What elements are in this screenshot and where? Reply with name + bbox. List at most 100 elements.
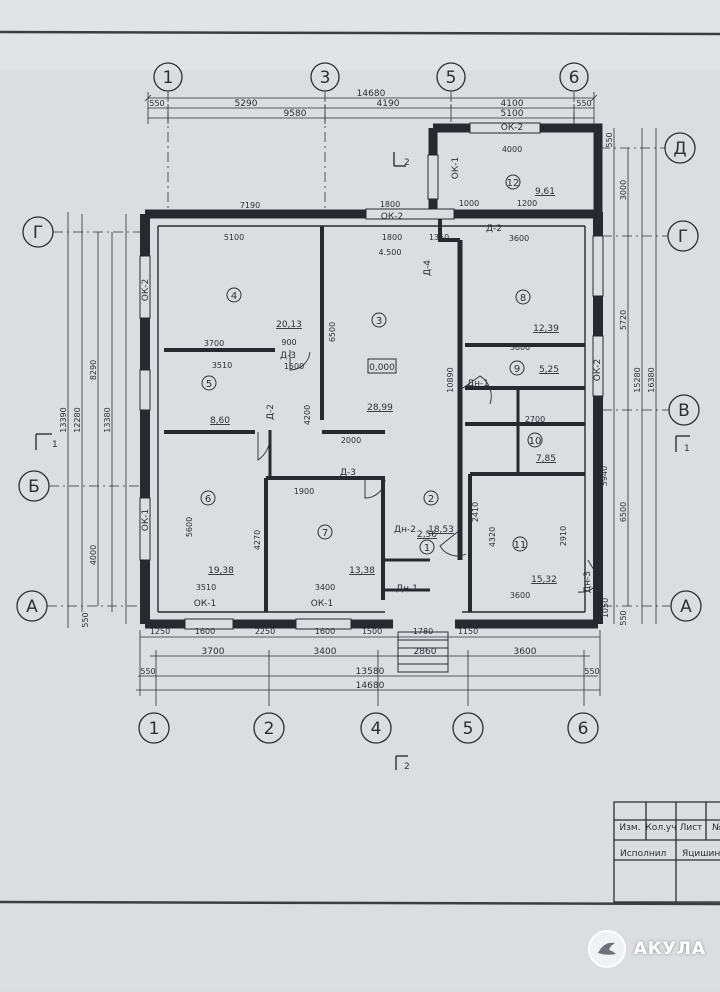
axis-label-left-a: А [26,597,38,617]
axis-label-top-1: 1 [163,68,174,88]
label-ok2-top: ОК-2 [501,123,523,133]
room-area-12: 9,61 [535,187,555,197]
label-d3-a: Д-3 [280,351,296,361]
dim-bot-r2: 3400 [314,647,337,657]
section-mark-left [35,433,690,452]
section-label-top: 2 [404,158,410,168]
bottom-dimension-lines [136,630,601,706]
dim-2000: 2000 [341,436,361,445]
dim-top-edge-left: 550 [149,99,164,108]
dim-bot-overall: 14680 [356,681,385,691]
dim-1350: 1350 [429,233,449,242]
axis-label-left-b: Б [28,477,40,497]
label-dn3: Дн-3 [583,571,593,593]
room-number-1: 1 [424,543,430,554]
dim-bot-s5: 1500 [362,627,382,636]
brand-text: АКУЛА [633,939,706,959]
dim-left-3: 13380 [103,407,112,432]
dim-bot-edge-left: 550 [140,667,155,676]
room-number-3: 3 [376,316,382,327]
dim-top-seg2: 4190 [377,99,400,109]
dim-2410: 2410 [471,502,480,522]
title-block-h2: Кол.уч [645,823,676,833]
room-number-6: 6 [205,494,211,505]
top-dimension-lines [144,92,598,124]
axis-label-bottom-1: 1 [149,719,160,739]
room-area-3: 28,99 [367,403,393,413]
title-block-name: Яцишина [682,849,720,859]
dim-2700: 2700 [525,415,545,424]
axis-label-bottom-5: 5 [463,719,474,739]
dim-6500: 6500 [328,322,337,342]
dim-bot-r4: 3600 [514,647,537,657]
dim-1800b: 1800 [382,233,402,242]
axis-label-right-d: Д [673,139,686,159]
room-area-8: 12,39 [533,324,559,334]
dim-1200: 1200 [517,199,537,208]
dim-3600b: 3600 [510,343,530,352]
dim-overall-top: 14680 [357,89,386,99]
room-area-6: 19,38 [208,566,234,576]
dim-10890: 10890 [446,367,455,392]
room-area-4: 20,13 [276,320,302,330]
dim-4320: 4320 [488,527,497,547]
dim-left-0: 13390 [59,407,68,432]
room-number-5: 5 [206,379,212,390]
label-ok1-left-wall: ОК-1 [141,509,151,531]
window-openings [139,122,604,630]
label-ok2-left: ОК-2 [141,279,151,301]
right-axis-lines [600,147,671,607]
room-markers [200,174,543,555]
dim-5940: 5940 [600,466,609,486]
dim-right-6: 1050 [601,598,610,618]
dim-3700: 3700 [204,339,224,348]
dim-right-3: 15280 [633,367,642,392]
dim-left-5: 550 [81,612,90,627]
dim-bot-r3: 2860 [414,647,437,657]
axis-label-right-v: В [678,401,690,421]
axis-markers-top [153,62,589,92]
dim-right-5: 6500 [619,502,628,522]
dim-right-1: 3000 [619,180,628,200]
brand-watermark: АКУЛА [587,930,706,968]
dim-bot-s6: 1780 [413,627,433,636]
dim-bot-s4: 1600 [315,627,335,636]
axis-label-top-5: 5 [446,68,457,88]
dim-top-left-total: 9580 [284,109,307,119]
shark-logo-icon [587,930,626,968]
room-number-7: 7 [322,528,328,539]
label-ok1-mid: ОК-1 [311,599,333,609]
room-area-1: 2,56 [417,530,437,540]
label-d4: Д-4 [423,260,433,276]
room-area-5: 8,60 [210,416,230,426]
dim-bot-s1: 1250 [150,627,170,636]
section-label-left: 1 [52,440,58,450]
dim-4200: 4200 [303,405,312,425]
dim-top-seg1: 5290 [235,99,258,109]
room-area-7: 13,38 [349,566,375,576]
label-dn2: Дн-2 [394,525,416,535]
room-number-4: 4 [231,291,237,302]
title-block [613,801,720,903]
dim-left-4: 4000 [89,545,98,565]
dim-top-edge-right: 550 [576,99,591,108]
room-number-8: 8 [520,293,526,304]
dim-2910: 2910 [559,526,568,546]
dim-left-2: 8290 [89,360,98,380]
dim-3600a: 3600 [509,234,529,243]
dim-3510a: 3510 [212,361,232,370]
title-block-role: Исполнил [620,849,666,859]
dim-5100: 5100 [224,233,244,242]
section-label-right: 1 [684,444,690,454]
room-area-10: 7,85 [536,454,556,464]
title-block-h1: Изм. [619,823,640,833]
dim-right-2: 5720 [619,310,628,330]
label-d2-left: Д-2 [266,404,276,420]
room-area-2: 18,53 [428,525,454,535]
room-area-9: 5,25 [539,365,559,375]
dim-1800a: 1800 [380,200,400,209]
dim-1900: 1900 [294,487,314,496]
dim-right-0: 550 [605,132,614,147]
right-dimension-lines [613,128,657,624]
